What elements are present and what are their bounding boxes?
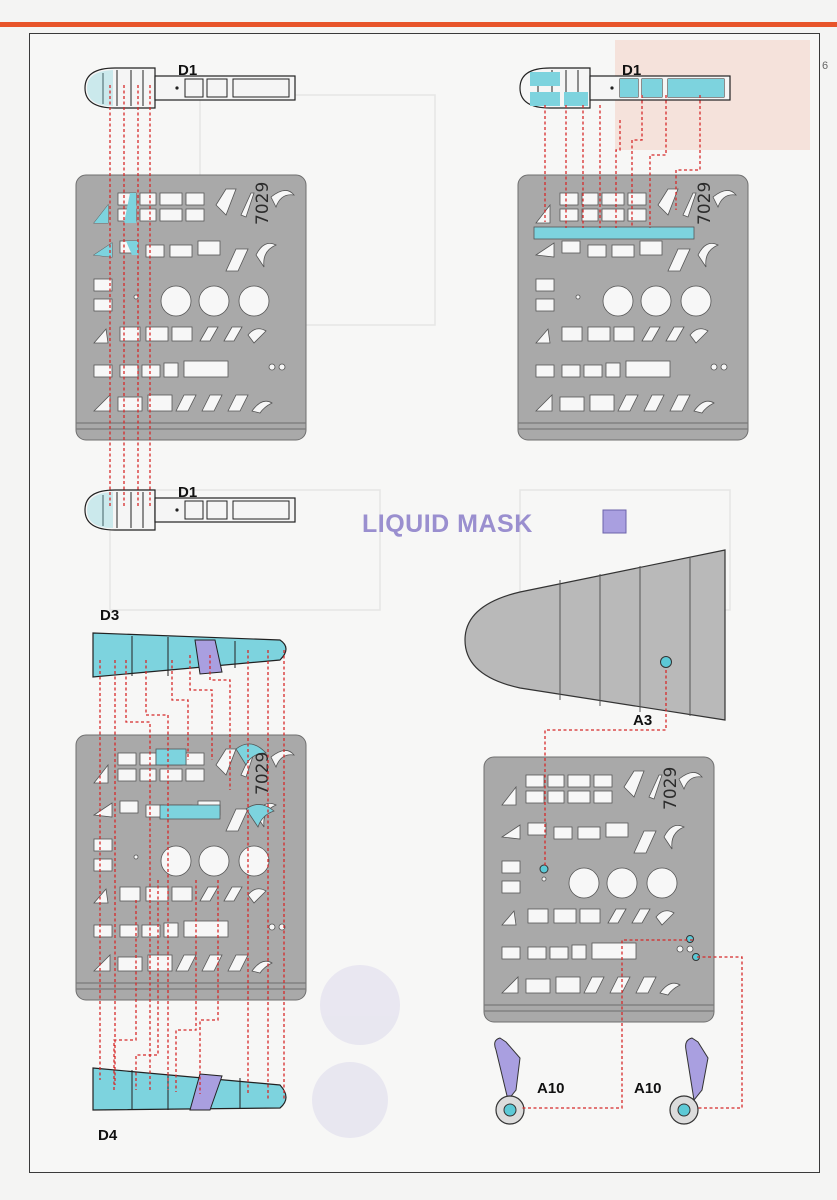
label-d1-top-right: D1 bbox=[622, 62, 641, 79]
fret-code-bottom-right: 7029 bbox=[661, 767, 681, 810]
label-a3: A3 bbox=[633, 712, 652, 729]
nose-cone-a3 bbox=[465, 550, 725, 720]
liquid-mask-swatch bbox=[603, 510, 626, 533]
fret-code-bottom-left: 7029 bbox=[253, 752, 273, 795]
label-d1-top-left: D1 bbox=[178, 62, 197, 79]
wheel-a10-left bbox=[495, 1038, 524, 1124]
fret-code-top-left: 7029 bbox=[253, 182, 273, 225]
canopy-d4 bbox=[93, 1068, 286, 1110]
liquid-mask-label: LIQUID MASK bbox=[362, 510, 533, 538]
label-a10-left: A10 bbox=[537, 1080, 565, 1097]
fret-code-top-right: 7029 bbox=[695, 182, 715, 225]
label-d3: D3 bbox=[100, 607, 119, 624]
label-d1-middle: D1 bbox=[178, 484, 197, 501]
label-d4: D4 bbox=[98, 1127, 118, 1144]
label-a10-right: A10 bbox=[634, 1080, 662, 1097]
wheel-a10-right bbox=[670, 1038, 708, 1124]
